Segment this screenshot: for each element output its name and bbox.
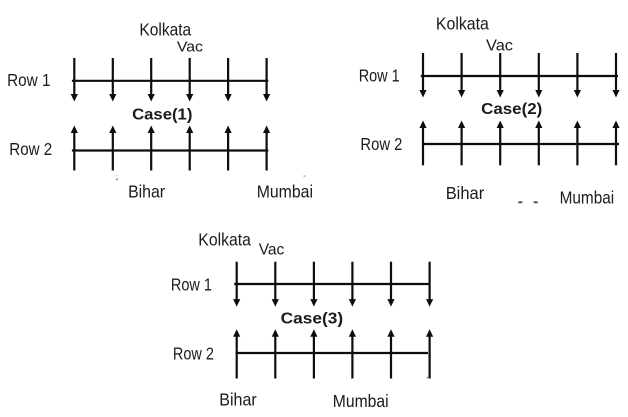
svg-text:Row 1: Row 1	[7, 70, 50, 90]
svg-text:Vac: Vac	[486, 37, 513, 54]
svg-text:Row 1: Row 1	[359, 66, 400, 86]
svg-text:Mumbai: Mumbai	[333, 391, 389, 411]
svg-text:Kolkata: Kolkata	[436, 13, 489, 33]
svg-text:Case(1): Case(1)	[132, 107, 192, 124]
svg-text:Row 2: Row 2	[173, 343, 214, 363]
svg-text:Bihar: Bihar	[446, 183, 485, 203]
svg-text:Mumbai: Mumbai	[257, 182, 313, 202]
svg-text:Kolkata: Kolkata	[198, 230, 251, 250]
svg-text:Case(2): Case(2)	[481, 101, 542, 118]
svg-text:Vac: Vac	[259, 242, 285, 259]
svg-text:Bihar: Bihar	[219, 389, 257, 409]
svg-text:Bihar: Bihar	[128, 181, 165, 201]
svg-text:Row 2: Row 2	[9, 139, 52, 159]
svg-text:Case(3): Case(3)	[281, 310, 343, 327]
svg-text:Row 2: Row 2	[360, 134, 402, 154]
svg-text:Vac: Vac	[177, 38, 204, 55]
svg-text:Kolkata: Kolkata	[139, 19, 191, 39]
svg-text:Mumbai: Mumbai	[560, 187, 615, 207]
svg-text:Row 1: Row 1	[171, 275, 212, 295]
